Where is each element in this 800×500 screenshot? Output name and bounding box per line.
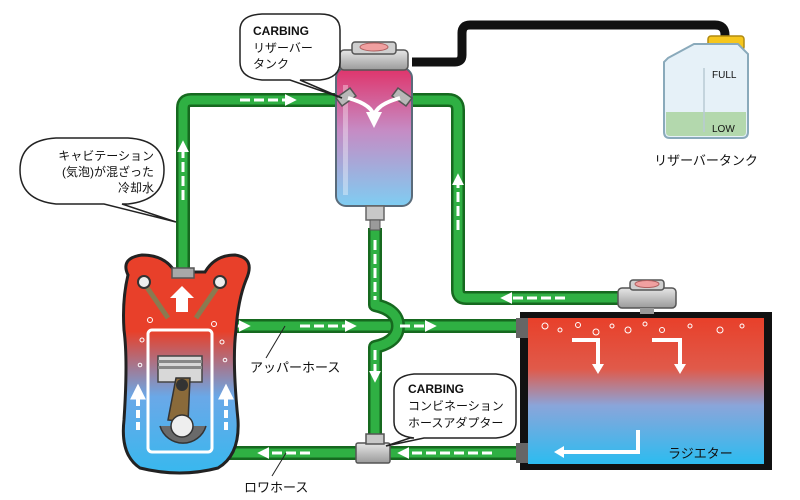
adapter-callout-line2: ホースアダプター bbox=[408, 415, 503, 430]
full-mark: FULL bbox=[712, 70, 737, 81]
hose-adapter bbox=[355, 433, 391, 464]
reservoir-callout-title: CARBING bbox=[253, 24, 309, 38]
flow-arrows bbox=[177, 94, 565, 459]
cavitation-callout-line2: (気泡)が混ざった bbox=[62, 164, 154, 179]
reservoir-callout: CARBING リザーバー タンク bbox=[239, 13, 343, 99]
adapter-callout-line1: コンビネーション bbox=[408, 399, 504, 413]
engine-block bbox=[121, 253, 251, 475]
radiator-label: ラジエター bbox=[668, 446, 733, 461]
adapter-callout-title: CARBING bbox=[408, 382, 464, 396]
reserve-tank-label: リザーバータンク bbox=[654, 153, 758, 168]
low-mark: LOW bbox=[712, 124, 735, 135]
adapter-callout: CARBING コンビネーション ホースアダプター bbox=[385, 373, 517, 447]
radiator bbox=[516, 279, 772, 470]
reservoir-callout-line2: タンク bbox=[253, 57, 289, 71]
reservoir-callout-line1: リザーバー bbox=[253, 41, 313, 55]
lower-hose-label: ロワホース bbox=[244, 480, 308, 495]
cavitation-callout-line1: キャビテーション bbox=[58, 149, 154, 163]
reservoir-tank bbox=[334, 41, 414, 231]
overflow-hose bbox=[412, 20, 730, 67]
upper-hose-label: アッパーホース bbox=[250, 360, 340, 375]
reserve-tank: FULL LOW bbox=[663, 35, 749, 139]
cavitation-callout-line3: 冷却水 bbox=[118, 181, 154, 195]
cavitation-callout: キャビテーション (気泡)が混ざった 冷却水 bbox=[19, 137, 177, 223]
